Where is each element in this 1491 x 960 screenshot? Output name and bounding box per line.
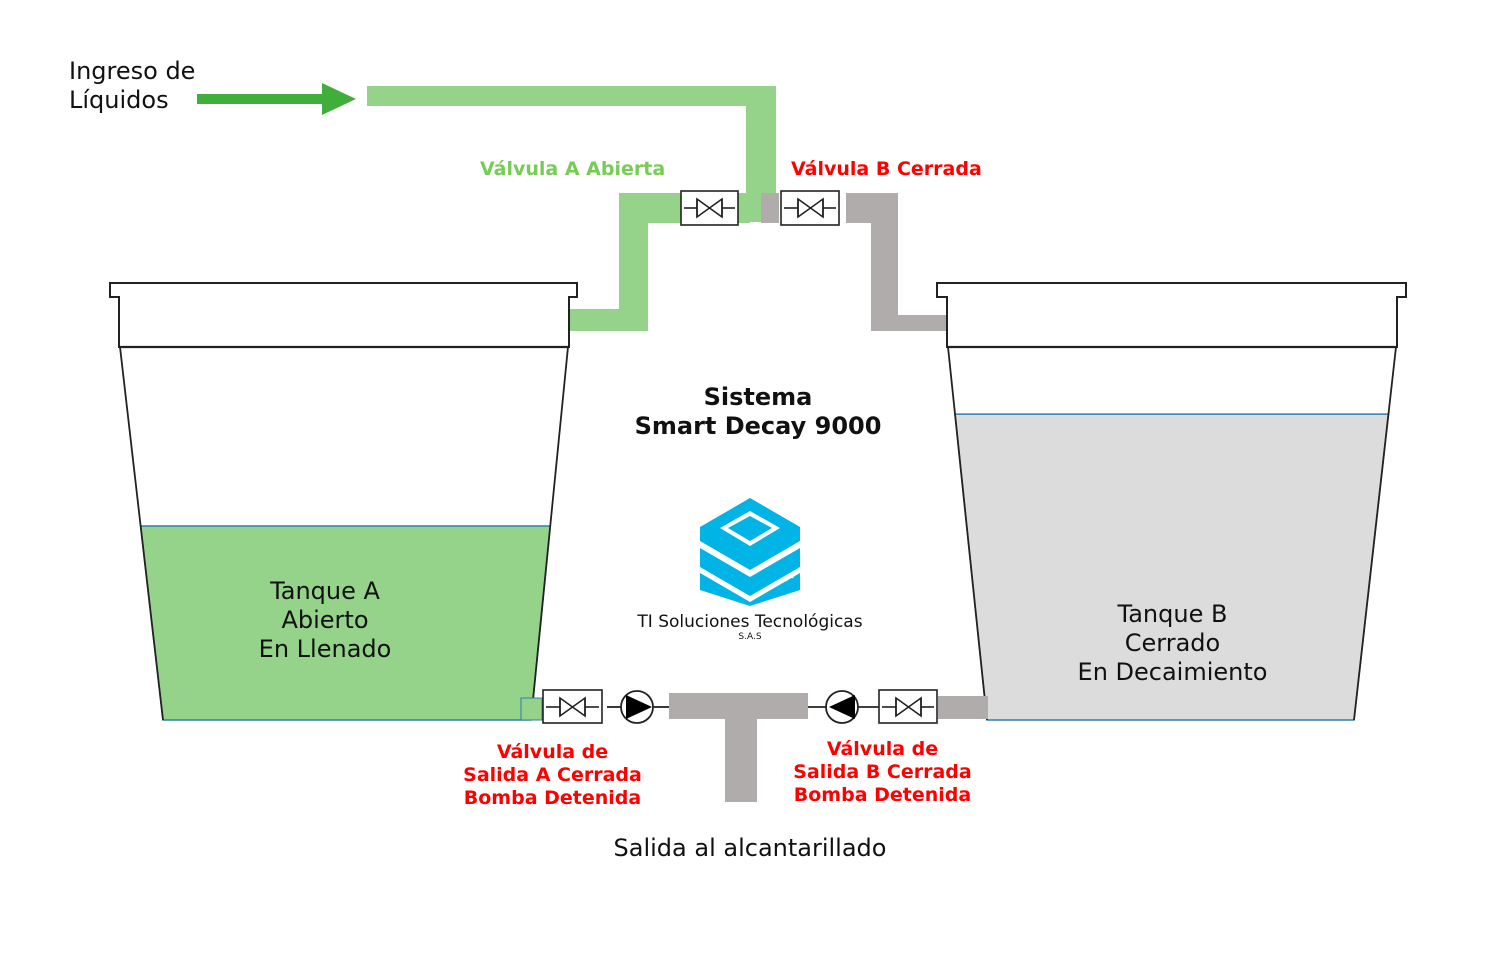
tank-b <box>936 282 1407 721</box>
outlet-a-status: Válvula de Salida A Cerrada Bomba Deteni… <box>440 741 665 809</box>
valve-b-status: Válvula B Cerrada <box>791 158 982 180</box>
outlet-b-status: Válvula de Salida B Cerrada Bomba Deteni… <box>770 738 995 806</box>
outlet-valve-a[interactable] <box>542 689 603 724</box>
outlet-b-line3: Bomba Detenida <box>793 783 972 806</box>
server-stack-icon <box>700 498 800 606</box>
right-arrow-icon <box>197 83 356 115</box>
pump-b[interactable] <box>808 690 879 724</box>
outlet-valve-b[interactable] <box>878 689 938 724</box>
valve-a-status: Válvula A Abierta <box>480 158 666 180</box>
outlet-pipes <box>669 693 988 802</box>
tank-b-phase: En Decaimiento <box>1077 657 1268 686</box>
outlet-a-line1: Válvula de <box>496 741 609 763</box>
tank-a-state: Abierto <box>281 605 369 634</box>
company-logo-text: TI Soluciones Tecnológicas S.A.S <box>600 612 900 643</box>
inlet-label-line2: Líquidos <box>69 85 169 114</box>
pump-a[interactable] <box>607 690 669 724</box>
title-line2: Smart Decay 9000 <box>634 411 882 440</box>
inlet-label: Ingreso de Líquidos <box>69 57 195 115</box>
tank-a-label: Tanque A Abierto En Llenado <box>195 577 455 663</box>
title-line1: Sistema <box>703 383 813 411</box>
page-title: Sistema Smart Decay 9000 <box>608 383 908 441</box>
outlet-b-line1: Válvula de <box>826 738 939 760</box>
drain-label: Salida al alcantarillado <box>613 834 887 862</box>
pipe-to-tank-b <box>761 193 947 331</box>
tank-a-name: Tanque A <box>270 577 380 605</box>
valve-b[interactable] <box>780 190 840 226</box>
valve-a[interactable] <box>680 190 739 226</box>
outlet-a-line3: Bomba Detenida <box>463 786 642 809</box>
company-name: TI Soluciones Tecnológicas <box>637 612 863 632</box>
company-suffix: S.A.S <box>738 632 762 643</box>
tank-a <box>109 282 578 721</box>
inlet-label-line1: Ingreso de <box>69 57 196 85</box>
outlet-a-line2: Salida A Cerrada <box>463 763 642 786</box>
tank-b-label: Tanque B Cerrado En Decaimiento <box>1030 600 1315 686</box>
pipe-to-tank-a <box>569 193 750 331</box>
outlet-b-line2: Salida B Cerrada <box>793 760 972 783</box>
tank-b-name: Tanque B <box>1117 600 1228 628</box>
tank-a-phase: En Llenado <box>258 634 392 663</box>
tank-b-state: Cerrado <box>1124 628 1221 657</box>
